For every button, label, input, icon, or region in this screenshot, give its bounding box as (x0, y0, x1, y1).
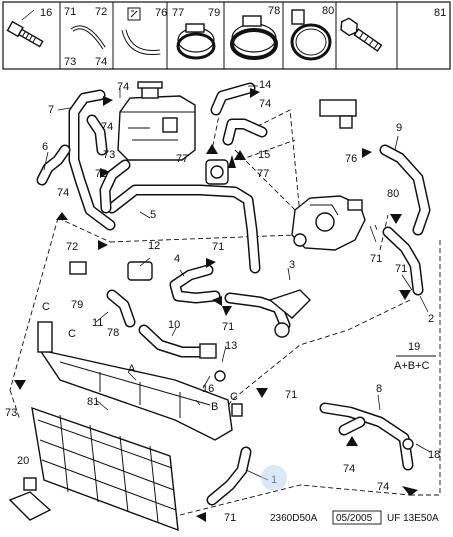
label-c-mid: C (68, 328, 76, 340)
callout-labels: 74 7 74 73 6 72 74 5 72 12 14 74 77 15 7… (5, 79, 440, 524)
legend-item-clamp-77-79: 77 79 (172, 7, 220, 60)
label-74-f: 74 (377, 481, 389, 493)
label-4: 4 (174, 253, 180, 265)
legend-label-72: 72 (95, 6, 107, 18)
label-3: 3 (289, 259, 295, 271)
label-8: 8 (376, 383, 382, 395)
legend-item-screw-16: 16 (6, 7, 52, 48)
label-18: 18 (428, 449, 440, 461)
legend-item-clamp-76: 76 (121, 7, 167, 56)
expansion-tank (117, 81, 196, 161)
highlight-marker (261, 465, 287, 491)
label-74-d: 74 (259, 98, 271, 110)
label-71-b: 71 (395, 263, 407, 275)
legend-label-16: 16 (40, 7, 52, 19)
label-7: 7 (48, 104, 54, 116)
label-76: 76 (345, 153, 357, 165)
label-79: 79 (71, 299, 83, 311)
label-16: 16 (202, 383, 214, 395)
label-80: 80 (387, 188, 399, 200)
kit-note: 19 A+B+C (394, 341, 436, 372)
legend-label-77: 77 (172, 7, 184, 19)
uf-ref: UF 13E50A (387, 513, 439, 524)
legend-item-clip-71-73: 71 73 (64, 6, 106, 68)
legend-label-81: 81 (434, 7, 446, 19)
kit-formula: A+B+C (394, 360, 430, 372)
leader-lines (21, 9, 431, 481)
bracket-a (37, 321, 233, 441)
legend-item-clamp-80: 80 (290, 5, 334, 61)
label-81: 81 (87, 396, 99, 408)
legend-label-71: 71 (64, 6, 76, 18)
label-77-a: 77 (176, 153, 188, 165)
label-b: B (211, 401, 218, 413)
label-78: 78 (107, 327, 119, 339)
legend-label-76: 76 (155, 7, 167, 19)
label-71-d: 71 (285, 389, 297, 401)
label-71-e: 71 (224, 512, 236, 524)
radiator (31, 406, 179, 532)
label-10: 10 (168, 319, 180, 331)
label-5: 5 (150, 209, 156, 221)
drawing-date: 05/2005 (336, 513, 373, 524)
legend-label-73: 73 (64, 56, 76, 68)
label-2: 2 (428, 313, 434, 325)
legend-strip: 16 71 73 72 74 76 (2, 1, 451, 70)
footer: 2360D50A 05/2005 UF 13E50A (270, 510, 439, 525)
label-c-top: C (42, 301, 50, 313)
label-6: 6 (42, 141, 48, 153)
label-74-e: 74 (343, 463, 355, 475)
legend-item-clamp-78: 78 (230, 5, 280, 60)
label-20: 20 (17, 455, 29, 467)
label-a: A (128, 363, 136, 375)
label-73-b: 73 (5, 407, 17, 419)
drain-plug (8, 477, 52, 521)
label-11: 11 (92, 317, 103, 329)
label-72-a: 72 (95, 168, 107, 180)
legend-item-screw-81: 81 (340, 7, 446, 52)
label-71-a: 71 (212, 241, 224, 253)
legend-label-80: 80 (322, 5, 334, 17)
label-73: 73 (103, 149, 115, 161)
label-71-r: 71 (370, 253, 382, 265)
label-74-top: 74 (117, 81, 129, 93)
legend-item-clamp-72-74: 72 74 (95, 6, 107, 68)
label-14: 14 (259, 79, 271, 91)
label-15: 15 (258, 149, 270, 161)
label-72-b: 72 (66, 241, 78, 253)
label-74-b: 74 (101, 121, 113, 133)
direction-arrows (14, 88, 418, 522)
drawing-ref: 2360D50A (270, 513, 318, 524)
label-77-b: 77 (257, 168, 269, 180)
label-9: 9 (396, 122, 402, 134)
label-12: 12 (148, 240, 160, 252)
kit-number: 19 (408, 341, 420, 353)
thermostat-housing (291, 195, 366, 251)
label-74-c: 74 (57, 187, 69, 199)
label-13: 13 (225, 340, 237, 352)
legend-label-74: 74 (95, 56, 107, 68)
legend-label-78: 78 (268, 5, 280, 17)
label-c-right: C (230, 391, 238, 403)
legend-label-79: 79 (208, 7, 220, 19)
label-71-c: 71 (222, 321, 234, 333)
